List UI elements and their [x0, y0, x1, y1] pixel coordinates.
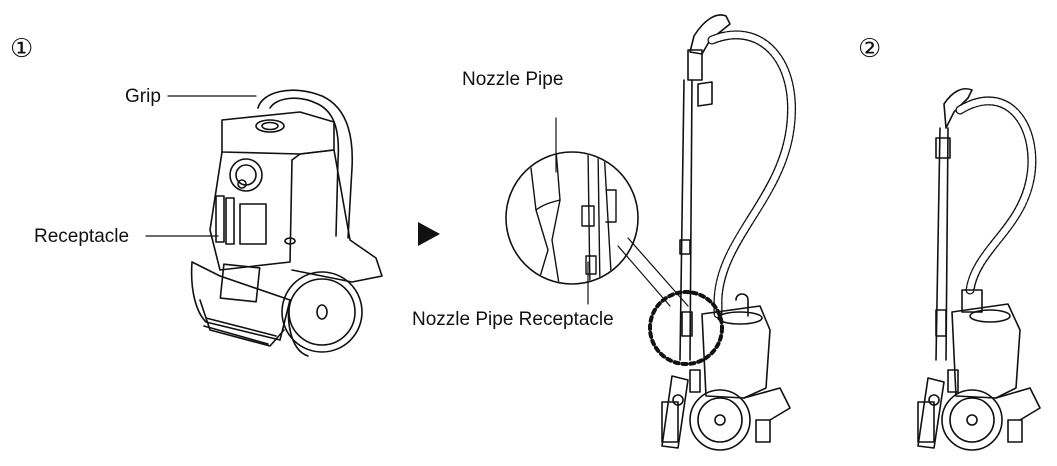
step-2-marker: ②: [858, 34, 882, 64]
grip-label: Grip: [125, 86, 161, 107]
step-1-marker: ①: [10, 34, 34, 64]
detail-magnifier: [506, 150, 688, 306]
receptacle-label: Receptacle: [34, 226, 130, 247]
vacuum-with-nozzle-stored: [918, 89, 1040, 450]
play-triangle-icon: [418, 222, 440, 246]
highlight-dotted-circle: [650, 292, 722, 364]
vacuum-with-nozzle-attached: [662, 15, 792, 450]
vacuum-body-illustration: [192, 90, 382, 356]
grip-handle: [258, 90, 352, 238]
nozzle-pipe-label: Nozzle Pipe: [462, 69, 564, 90]
nozzle-pipe-receptacle-label: Nozzle Pipe Receptacle: [412, 309, 614, 330]
